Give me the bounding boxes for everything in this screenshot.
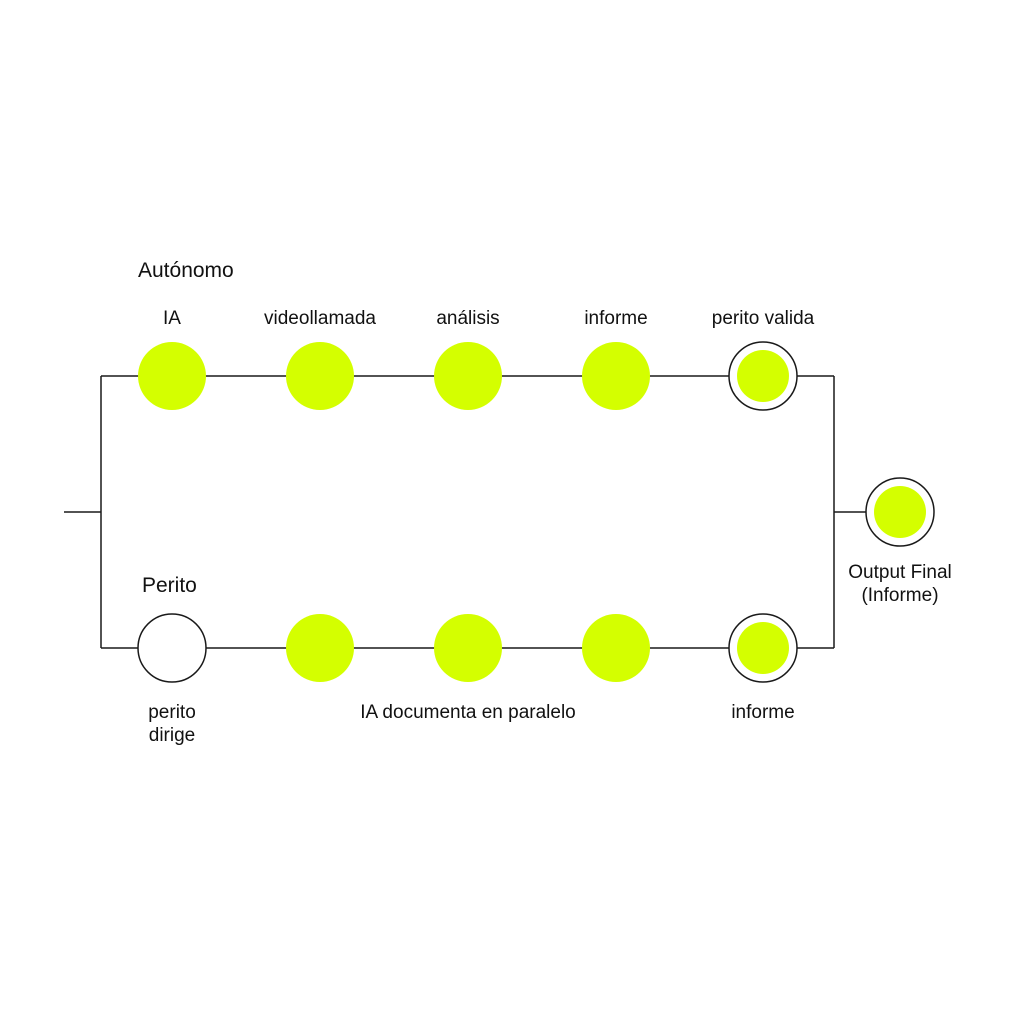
node-videollamada [286,342,354,410]
node-informe-perito [728,613,798,683]
node-perito-valida [728,341,798,411]
step-label-informe: informe [584,308,648,329]
step-label-informe-perito: informe [731,702,795,723]
node-ia-documenta-2 [434,614,502,682]
step-label-videollamada: videollamada [264,308,376,329]
node-ia-documenta-3 [582,614,650,682]
node-output-final [865,477,935,547]
step-label-ia: IA [163,308,181,329]
step-label-analisis: análisis [436,308,500,329]
lane-title-autonomo: Autónomo [138,259,234,282]
step-label-perito-dirige: perito dirige [148,702,196,746]
node-informe [582,342,650,410]
connector-lines [64,375,868,649]
node-ia-documenta-1 [286,614,354,682]
step-label-ia-documenta: IA documenta en paralelo [360,702,576,723]
step-label-perito-valida: perito valida [711,308,815,329]
lane-title-perito: Perito [142,574,197,597]
output-final-label: Output Final (Informe) [848,562,952,606]
node-perito-dirige [137,613,207,683]
node-ia [138,342,206,410]
node-analisis [434,342,502,410]
